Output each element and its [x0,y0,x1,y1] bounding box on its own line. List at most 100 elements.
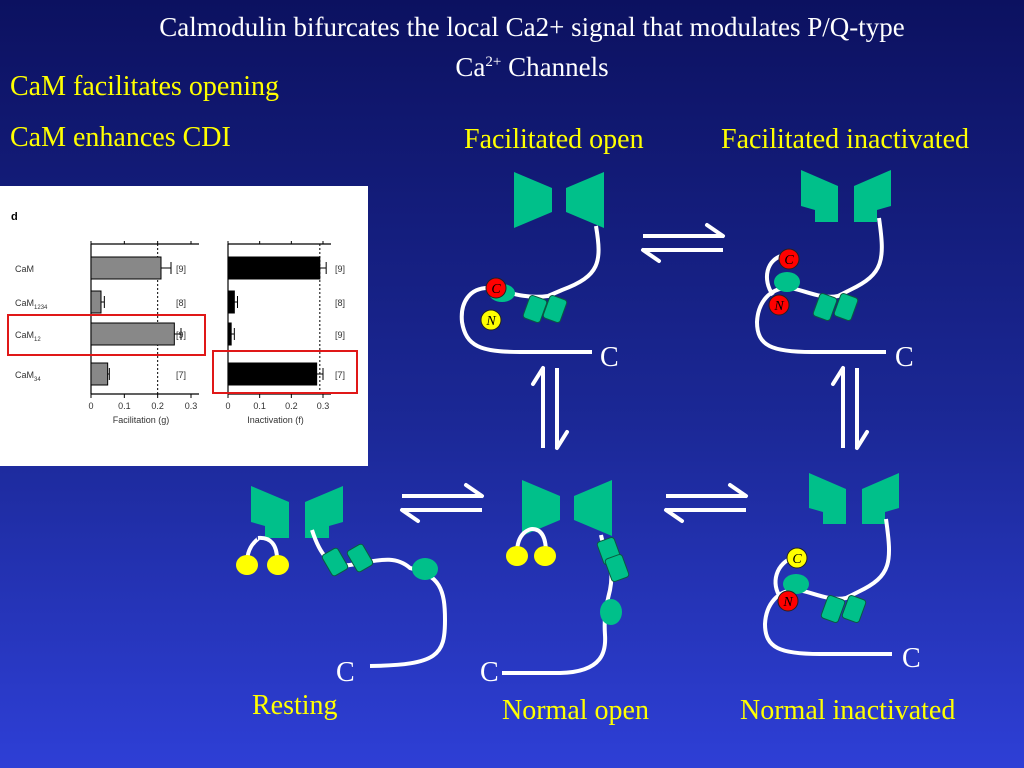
x-tick-label: 0.2 [151,401,164,411]
bar [227,362,318,386]
channel-half-left [251,486,289,538]
x-tick-label: 0 [88,401,93,411]
lobe-label-c: C [491,282,501,297]
bullet-enhances-cdi: CaM enhances CDI [10,122,231,153]
n-label: [9] [176,264,186,274]
apocam-n-lobe [236,555,258,575]
cam-n-lobe-calcium-bound [768,294,790,316]
title-line-2: Ca2+ Channels [40,45,1024,85]
title-ca-charge: 2+ [485,54,502,70]
iq-helix [812,292,838,322]
apocam-c-lobe [534,546,556,566]
equilibrium-arrow-top [641,223,725,263]
x-tick-label: 0.3 [317,401,330,411]
cam-n-lobe-calcium-free [480,309,502,331]
lobe-label-c: C [792,552,802,567]
c-terminus-resting: C [336,657,355,688]
bar [90,256,162,280]
panel-label: d [11,211,18,223]
bar [90,290,102,314]
equilibrium-arrow-bottom-right [664,483,748,523]
title-channels: Channels [501,52,609,82]
bar [90,322,175,346]
channel-half-right [305,486,343,538]
label-resting: Resting [252,690,338,721]
apocam-c-lobe [267,555,289,575]
channel-half-left [522,480,560,536]
cam-body [774,272,800,292]
equilibrium-arrow-bottom-left [400,483,484,523]
cam-n-lobe-calcium-bound [777,590,799,612]
x-tick-label: 0 [225,401,230,411]
iq-helix [841,594,867,624]
channel-half-right [566,172,604,228]
label-facilitated-inactivated: Facilitated inactivated [721,124,970,155]
channel-half-right [854,170,891,222]
channel-half-right [574,480,612,536]
state-normal-inactivated: C N [762,473,899,656]
n-label: [9] [335,330,345,340]
n-label: [8] [176,298,186,308]
apocam-n-lobe [506,546,528,566]
label-facilitated-open: Facilitated open [464,124,644,155]
cam-c-lobe-calcium-bound [485,277,507,299]
equilibrium-arrow-vertical-right [831,366,869,450]
equilibrium-arrow-vertical-left [531,366,569,450]
channel-half-right [862,473,899,524]
cam-binding-site [412,558,438,580]
title-ca: Ca [455,52,486,82]
label-normal-inactivated: Normal inactivated [740,695,956,726]
bar [227,256,321,280]
c-terminus-normal-open: C [480,657,499,688]
lobe-label-n: N [485,314,496,329]
x-tick-label: 0.1 [253,401,266,411]
iq-helix [321,547,349,577]
cam-c-lobe-calcium-bound [778,248,800,270]
cam-body [783,574,809,594]
cam-c-lobe-calcium-free [786,547,808,569]
lobe-label-c: C [784,253,794,268]
iq-helix [346,543,374,573]
highlight-box-cam34 [212,350,358,394]
title-line-1: Calmodulin bifurcates the local Ca2+ sig… [159,12,905,42]
channel-half-left [514,172,552,228]
bar [227,290,235,314]
slide-title: Calmodulin bifurcates the local Ca2+ sig… [40,10,1024,85]
category-label: CaM34 [15,370,41,383]
lobe-label-n: N [773,299,784,314]
bar [227,322,232,346]
x-axis-label: Facilitation (g) [113,415,170,425]
cam-binding-site [600,599,622,625]
c-terminus-facilitated-inactivated: C [895,342,914,373]
x-axis-label: Inactivation (f) [247,415,304,425]
state-resting [236,486,448,668]
category-label: CaM [15,264,34,274]
x-tick-label: 0.2 [285,401,298,411]
state-normal-open [502,480,630,675]
n-label: [9] [335,264,345,274]
n-label: [7] [335,370,345,380]
iq-helix [820,594,846,624]
bar [90,362,109,386]
lobe-label-n: N [782,595,793,610]
n-label: [9] [176,330,186,340]
channel-tail [459,225,601,354]
channel-half-left [801,170,838,222]
x-tick-label: 0.3 [185,401,198,411]
iq-helix [542,294,568,324]
category-label: CaM12 [15,330,41,343]
state-facilitated-inactivated: C N [754,170,891,354]
c-terminus-normal-inactivated: C [902,643,921,674]
channel-half-left [809,473,846,524]
n-label: [7] [176,370,186,380]
iq-helix [604,553,630,583]
iq-helix [522,294,548,324]
n-label: [8] [335,298,345,308]
highlight-box-cam12 [7,314,206,356]
label-normal-open: Normal open [502,695,649,726]
bullet-facilitates-opening: CaM facilitates opening [10,71,280,102]
iq-helix [833,292,859,322]
